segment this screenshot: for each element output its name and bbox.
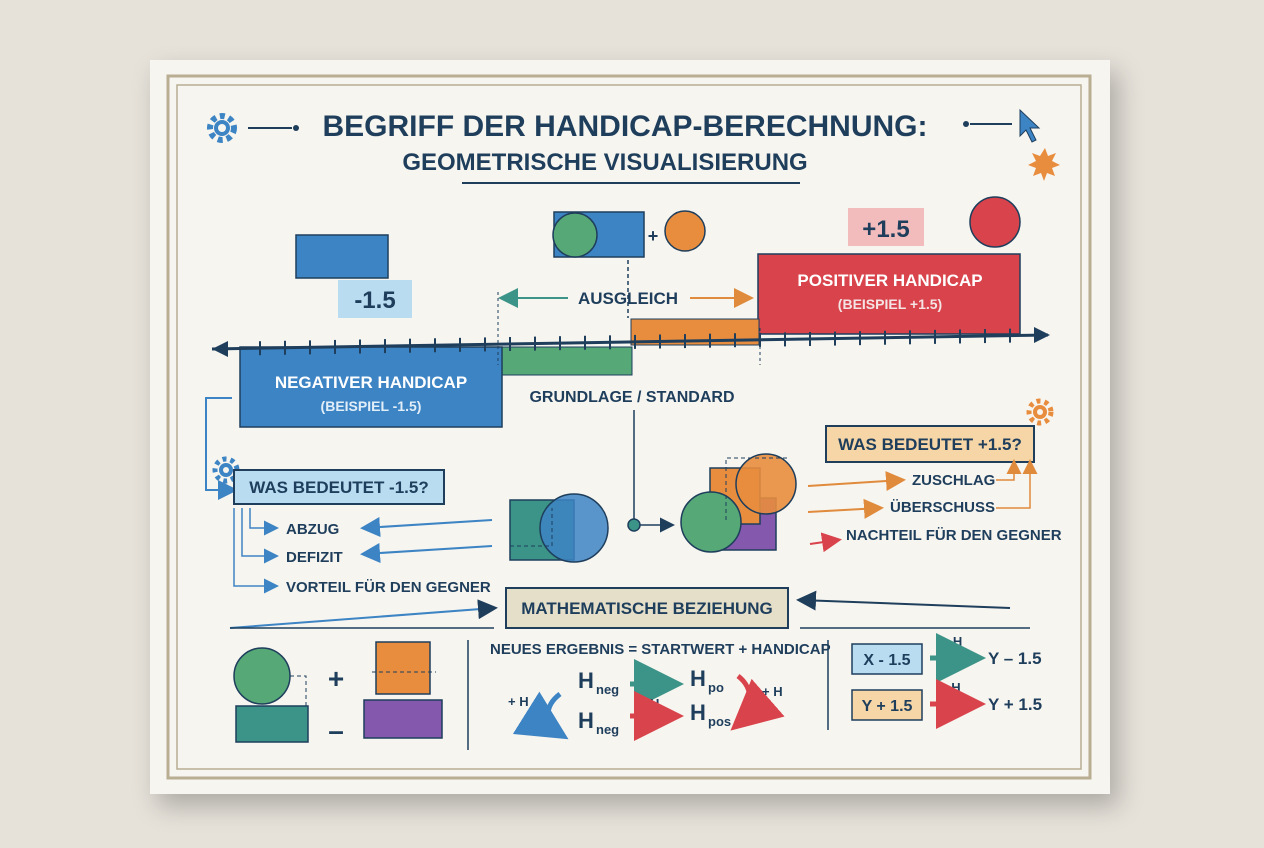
left-arrow-2 [360, 543, 493, 563]
green-bar [501, 346, 633, 376]
red-circle [969, 196, 1021, 248]
center-orange-circle [664, 210, 706, 252]
center-node [627, 518, 641, 532]
header-dot-left [293, 125, 299, 131]
h-po-sub: po [708, 680, 724, 695]
poster: BEGRIFF DER HANDICAP-BERECHNUNG: GEOMETR… [150, 60, 1110, 794]
plus-value: +1.5 [862, 216, 909, 243]
left-arrow-1 [360, 517, 493, 537]
plus-h-right: + H [762, 684, 783, 699]
center-green-circle [552, 212, 598, 258]
curve-arrow-right [730, 674, 785, 731]
left-question-box [233, 469, 445, 505]
right-gear-icon [1026, 398, 1054, 426]
right-arrow-1 [807, 471, 906, 491]
positive-title: POSITIVER HANDICAP [797, 271, 982, 290]
gear-icon [207, 113, 237, 143]
left-item-3: VORTEIL FÜR DEN GEGNER [286, 579, 491, 596]
left-connector-2 [241, 508, 279, 564]
math-arrow-right [796, 590, 1011, 611]
baseline-label: GRUNDLAGE / STANDARD [529, 389, 734, 406]
positive-block [757, 253, 1021, 335]
math-box [505, 587, 789, 629]
number-line-right-arrow [1034, 327, 1050, 343]
eq2-op: - H [943, 680, 960, 695]
header-dot-right [963, 121, 969, 127]
h-neg-bottom-sub: neg [596, 722, 619, 737]
bottom-purple-rect [363, 699, 443, 739]
number-line [211, 333, 1049, 351]
number-line-ticks [259, 328, 1011, 356]
h-po: H [690, 666, 706, 691]
right-item-2: ÜBERSCHUSS [890, 499, 995, 516]
right-item-3: NACHTEIL FÜR DEN GEGNER [846, 527, 1062, 544]
negative-title: NEGATIVER HANDICAP [275, 373, 467, 392]
h-neg-top-sub: neg [596, 682, 619, 697]
h-neg-top: H [578, 668, 594, 693]
right-item-1: ZUSCHLAG [912, 472, 995, 489]
eq1-rhs: Y – 1.5 [988, 649, 1042, 668]
cluster-right-green [680, 491, 742, 553]
balance-label: AUSGLEICH [578, 289, 678, 308]
left-connector-3 [233, 508, 279, 594]
plus-sign: + [648, 226, 659, 246]
inner-frame [176, 84, 1082, 770]
right-arrow-2 [807, 498, 884, 519]
minus-tag [338, 280, 412, 318]
h-pos-sub: pos [708, 714, 731, 729]
right-arrow-3 [809, 532, 842, 553]
bottom-orange-square [375, 641, 431, 695]
curve-arrow-left [512, 691, 569, 740]
cursor-icon [1019, 108, 1041, 143]
h-neg-bottom: H [578, 708, 594, 733]
minus-value: -1.5 [354, 287, 395, 314]
left-question: WAS BEDEUTET -1.5? [249, 478, 428, 497]
positive-subtitle: (BEISPIEL +1.5) [838, 296, 942, 312]
eq2-lhs-box [851, 689, 923, 721]
outer-frame [166, 74, 1092, 780]
eq1-op: + H [942, 634, 963, 649]
left-bracket [205, 397, 238, 500]
plus-tag [848, 208, 924, 246]
eq2-rhs: Y + 1.5 [988, 695, 1042, 714]
left-connector-1 [249, 508, 279, 536]
star-icon [1028, 148, 1060, 181]
poster-diagram: BEGRIFF DER HANDICAP-BERECHNUNG: GEOMETR… [166, 74, 1092, 780]
bottom-minus: – [328, 715, 344, 746]
bottom-teal-rect [235, 705, 309, 743]
bottom-green-circle [233, 647, 291, 705]
formula: NEUES ERGEBNIS = STARTWERT + HANDICAP [490, 641, 831, 658]
h-pos: H [690, 700, 706, 725]
minus-h-center: - H [642, 696, 659, 711]
title-line2: GEOMETRISCHE VISUALISIERUNG [402, 149, 807, 176]
eq1-lhs-box [851, 643, 923, 675]
cluster-left-dash [510, 508, 553, 547]
bottom-dash-left [290, 675, 307, 706]
math-arrow-left [229, 599, 498, 629]
cluster-left-circle [539, 493, 609, 563]
right-question: WAS BEDEUTET +1.5? [838, 435, 1022, 454]
eq1-lhs: X - 1.5 [863, 652, 910, 669]
left-item-2: DEFIZIT [286, 549, 343, 566]
cluster-right-orange-circle [735, 453, 797, 515]
bottom-plus: + [328, 663, 344, 694]
negative-block [239, 346, 503, 428]
negative-subtitle: (BEISPIEL -1.5) [321, 398, 422, 414]
right-question-box [825, 425, 1035, 463]
eq2-lhs: Y + 1.5 [862, 698, 913, 715]
right-connector-2 [996, 459, 1038, 509]
plus-h-left: + H [508, 694, 529, 709]
number-line-left-arrow [212, 341, 228, 357]
left-item-1: ABZUG [286, 521, 339, 538]
title-line1: BEGRIFF DER HANDICAP-BERECHNUNG: [323, 110, 928, 143]
math-label: MATHEMATISCHE BEZIEHUNG [521, 599, 773, 618]
minus-rect [295, 234, 389, 279]
right-connector-1 [996, 459, 1022, 481]
